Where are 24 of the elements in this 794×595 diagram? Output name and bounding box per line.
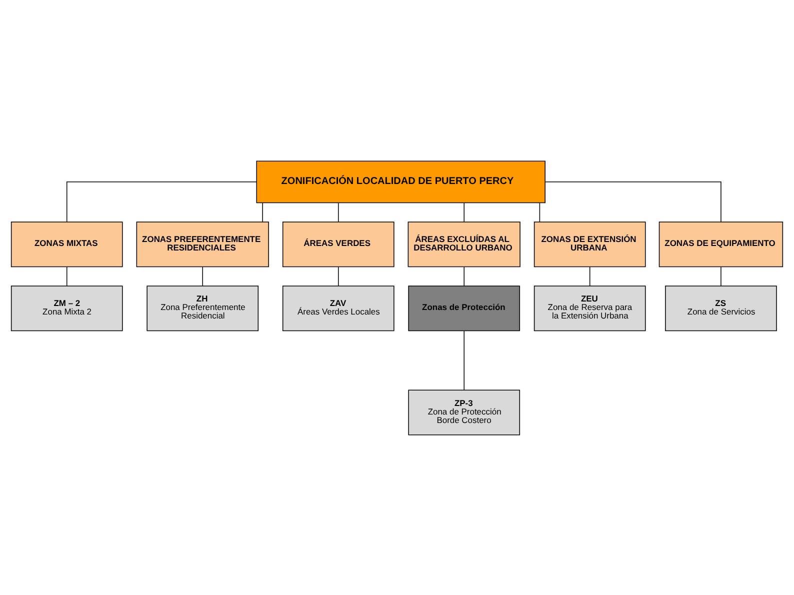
connector [720, 266, 722, 286]
node-box: ZONAS MIXTAS [10, 221, 123, 267]
connector [544, 181, 722, 222]
node-box: Zonas de Protección [408, 285, 520, 331]
node-box: ÁREAS EXCLUÍDAS AL DESARROLLO URBANO [408, 221, 520, 267]
connector [338, 202, 339, 222]
connector [589, 266, 590, 286]
node-box: ZEU Zona de Reserva para la Extensión Urbana [534, 285, 646, 331]
node-box: ZS Zona de Servicios [665, 285, 777, 331]
node-box: ZONIFICACIÓN LOCALIDAD DE PUERTO PERCY [256, 160, 546, 203]
node-box: ZAV Áreas Verdes Locales [282, 285, 394, 331]
node-box: ZM – 2 Zona Mixta 2 [10, 285, 123, 331]
node-box: ZP-3 Zona de Protección Borde Costero [408, 389, 520, 435]
node-box: ZONAS PREFERENTEMENTE RESIDENCIALES [136, 221, 269, 267]
node-box: ZH Zona Preferentemente Residencial [146, 285, 259, 331]
node-box: ZONAS DE EXTENSIÓN URBANA [534, 221, 646, 267]
connector [338, 266, 339, 286]
connector [539, 202, 540, 222]
node-box: ZONAS DE EQUIPAMIENTO [658, 221, 784, 267]
node-box: ÁREAS VERDES [282, 221, 394, 267]
connector [202, 266, 203, 286]
connector [66, 181, 257, 222]
connector [66, 266, 68, 286]
connector [262, 202, 263, 222]
